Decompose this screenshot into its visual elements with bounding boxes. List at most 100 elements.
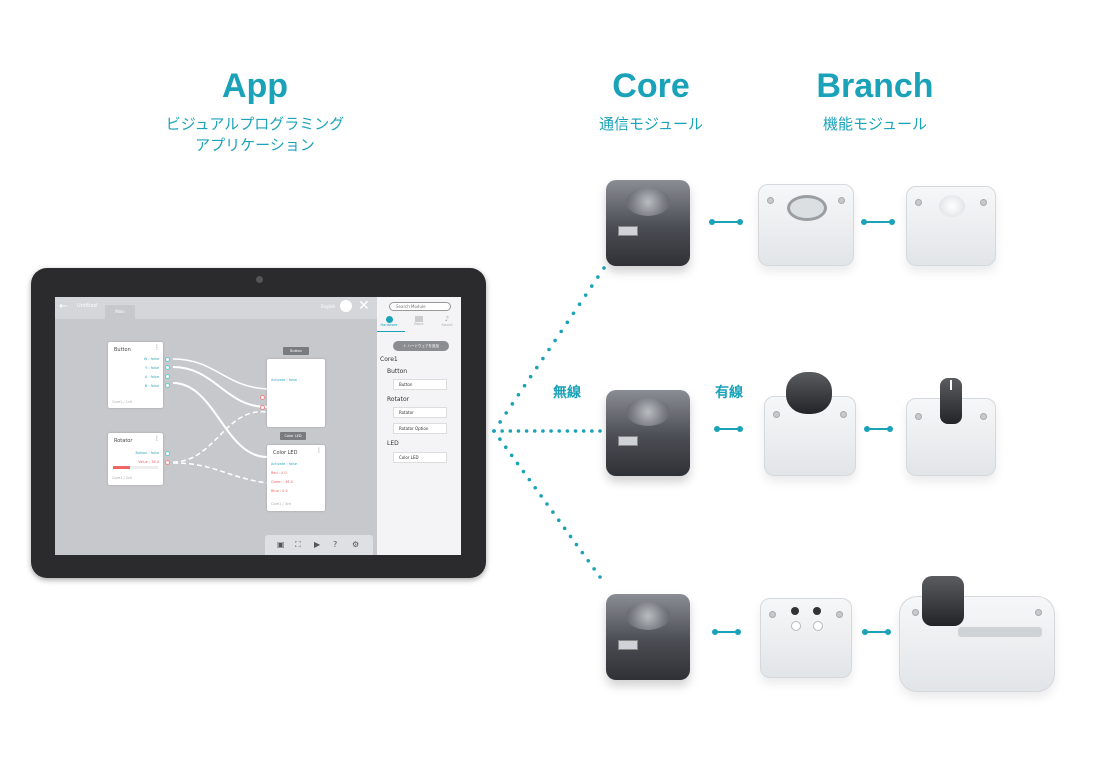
core-heading: Core 通信モジュール	[576, 66, 726, 135]
core-module	[606, 594, 690, 680]
link-dot	[541, 429, 545, 433]
link-dot	[592, 567, 596, 571]
core-top	[626, 188, 670, 216]
save-icon[interactable]: ▣	[277, 540, 285, 549]
link-dot	[522, 383, 527, 388]
link-dot	[590, 429, 594, 433]
wired-link	[717, 428, 740, 430]
button-node-row: A : false	[144, 375, 159, 379]
menu-icon[interactable]: ⋮	[154, 344, 160, 351]
link-dot	[504, 411, 509, 415]
tab-main[interactable]: Main	[105, 305, 135, 319]
tab-hardware[interactable]: Hardware	[379, 316, 399, 330]
output-port[interactable]	[165, 357, 170, 362]
output-port[interactable]	[165, 451, 170, 456]
color-led-footer: Core1 / 3ch	[271, 502, 292, 506]
link-dot	[509, 453, 514, 458]
search-input[interactable]: Search Module	[389, 302, 451, 311]
app-subtitle-2: アプリケーション	[195, 136, 315, 154]
rotator-node-row: Button : false	[135, 451, 159, 455]
link-dot	[598, 429, 602, 433]
link-dot	[583, 293, 588, 297]
branch-title: Branch	[816, 67, 934, 105]
wired-link	[712, 221, 740, 223]
color-led-node[interactable]: Color LED ⋮ Activate : false Red : 0.0 G…	[267, 445, 325, 511]
tab-basic[interactable]: Basic	[409, 316, 429, 330]
link-dot	[492, 429, 496, 433]
input-port[interactable]	[260, 395, 265, 400]
button-node-row: W : false	[143, 357, 159, 361]
link-dot	[596, 275, 600, 279]
link-dot	[498, 437, 502, 441]
core-label: Core1	[380, 356, 398, 363]
button-node-row: B : false	[144, 384, 159, 388]
link-dot	[539, 494, 543, 498]
tactile-button	[791, 621, 801, 631]
output-port[interactable]	[165, 383, 170, 388]
rotator-node-title: Rotator	[114, 438, 133, 444]
close-icon[interactable]: ✕	[358, 298, 370, 314]
button-node-row: Y : false	[145, 366, 159, 370]
add-hardware-button[interactable]: ＋ ハードウェアを追加	[393, 341, 449, 351]
screw	[980, 199, 987, 206]
rotator-select[interactable]: Rotator	[393, 407, 447, 418]
hardware-icon	[385, 316, 393, 323]
rotator-option[interactable]: Rotator Option	[393, 423, 447, 434]
screw	[838, 197, 845, 204]
link-dot	[534, 365, 539, 370]
menu-icon[interactable]: ⋮	[316, 447, 322, 454]
wired-link	[867, 428, 890, 430]
link-dot	[510, 402, 515, 406]
output-port[interactable]	[165, 365, 170, 370]
language-selector[interactable]: English	[321, 304, 336, 309]
link-dot	[737, 426, 743, 432]
color-led-node-title: Color LED	[273, 450, 298, 456]
wireless-link-bottom	[492, 429, 602, 579]
input-port[interactable]	[260, 405, 265, 410]
button-node[interactable]: Button ⋮ W : false Y : false A : false B…	[108, 342, 163, 408]
output-port[interactable]	[165, 460, 170, 465]
usb-port	[618, 640, 638, 650]
menu-icon[interactable]: ⋮	[154, 435, 160, 442]
screw	[915, 199, 922, 206]
tab-sound[interactable]: ♪Sound	[437, 316, 457, 330]
help-icon[interactable]: ?	[333, 540, 338, 549]
screw	[767, 197, 774, 204]
branch-heading: Branch 機能モジュール	[790, 66, 960, 135]
module-panel: Search Module Hardware Basic ♪Sound ＋ ハー…	[377, 297, 461, 555]
color-led-row: Red : 0.0	[271, 471, 287, 475]
rotator-section-label: Rotator	[387, 396, 410, 403]
core-module	[606, 390, 690, 476]
button-node-footer: Core1 / 1ch	[112, 400, 133, 404]
link-dot	[586, 558, 591, 563]
link-dot	[565, 429, 570, 433]
app-subtitle-1: ビジュアルプログラミング	[165, 115, 345, 133]
link-dot	[559, 329, 564, 334]
button-chip: Button	[283, 347, 309, 355]
led-section-label: LED	[387, 440, 399, 447]
button-output-node[interactable]: Activate : false	[267, 359, 325, 427]
app-topbar: ← Untitled English ✕	[55, 297, 377, 319]
color-led-row: Activate : false	[271, 462, 298, 466]
led-dome	[939, 195, 965, 217]
rotator-node[interactable]: Rotator ⋮ Button : false Value : 38.0 Co…	[108, 433, 163, 485]
screw	[773, 411, 780, 418]
settings-icon[interactable]: ⚙	[352, 540, 360, 549]
link-dot	[524, 429, 529, 433]
wireless-label: 無線	[553, 385, 581, 401]
output-port[interactable]	[165, 374, 170, 379]
color-led-row: Green : 38.0	[271, 480, 293, 484]
button-section-label: Button	[387, 368, 408, 375]
link-dot	[533, 485, 538, 490]
link-dot	[515, 461, 520, 466]
tactile-button	[791, 607, 799, 615]
link-dot	[516, 392, 521, 397]
led-select[interactable]: Color LED	[393, 452, 447, 463]
fullscreen-icon[interactable]: ⛶	[295, 540, 301, 549]
link-dot	[498, 420, 502, 424]
button-select[interactable]: Button	[393, 379, 447, 390]
video-icon[interactable]: ▶	[314, 540, 321, 549]
link-dot	[577, 302, 582, 307]
link-dot	[562, 526, 567, 531]
back-icon[interactable]: ←	[59, 301, 68, 312]
